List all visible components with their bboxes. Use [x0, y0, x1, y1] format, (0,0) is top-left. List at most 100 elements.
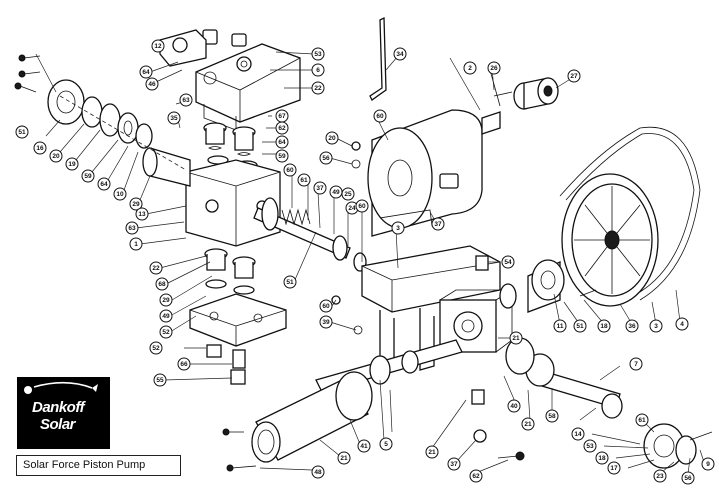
callout-number: 34	[396, 51, 404, 58]
callout-60: 60	[283, 163, 297, 177]
callout-23: 23	[653, 469, 667, 483]
callout-circle	[521, 417, 535, 431]
callout-number: 20	[328, 135, 336, 142]
callout-number: 53	[586, 443, 594, 450]
callout-circle	[391, 221, 405, 235]
callout-number: 21	[428, 449, 436, 456]
connecting-rod	[505, 337, 623, 419]
callout-circle	[149, 341, 163, 355]
callout-circle	[653, 469, 667, 483]
callout-62: 62	[469, 469, 483, 483]
callout-37: 37	[431, 217, 445, 231]
callout-64: 64	[139, 65, 153, 79]
callout-54: 54	[501, 255, 515, 269]
callout-circle	[159, 293, 173, 307]
callout-number: 1	[134, 241, 138, 248]
callout-59: 59	[275, 149, 289, 163]
callout-64: 64	[275, 135, 289, 149]
callout-10: 10	[113, 187, 127, 201]
bottom-right-cap	[643, 423, 713, 469]
callout-58: 58	[545, 409, 559, 423]
callout-number: 60	[376, 113, 384, 120]
left-end-cap	[47, 79, 187, 171]
callout-27: 27	[567, 69, 581, 83]
callout-17: 17	[607, 461, 621, 475]
callout-number: 23	[656, 473, 664, 480]
callout-circle	[681, 471, 695, 485]
callout-number: 40	[510, 403, 518, 410]
callout-circle	[129, 197, 143, 211]
bottom-tube	[251, 371, 373, 463]
callout-number: 52	[162, 329, 170, 336]
callout-26: 26	[487, 61, 501, 75]
callout-number: 21	[512, 335, 520, 342]
callout-number: 52	[152, 345, 160, 352]
callout-number: 20	[52, 153, 60, 160]
callout-number: 29	[132, 201, 140, 208]
callout-60: 60	[373, 109, 387, 123]
callout-36: 36	[625, 319, 639, 333]
callout-12: 12	[151, 39, 165, 53]
callout-number: 22	[152, 265, 160, 272]
callout-number: 3	[396, 225, 400, 232]
callout-circle	[355, 199, 369, 213]
callout-37: 37	[447, 457, 461, 471]
lower-valves	[204, 248, 256, 295]
callout-circle	[313, 181, 327, 195]
callout-16: 16	[33, 141, 47, 155]
callout-circle	[325, 131, 339, 145]
callout-circle	[275, 135, 289, 149]
callout-4: 4	[675, 317, 689, 331]
callout-circle	[635, 413, 649, 427]
fasteners	[14, 54, 597, 472]
callout-number: 58	[548, 413, 556, 420]
callout-circle	[153, 373, 167, 387]
callout-21: 21	[337, 451, 351, 465]
callout-circle	[159, 309, 173, 323]
callout-25: 25	[341, 187, 355, 201]
callout-circle	[625, 319, 639, 333]
callout-29: 29	[159, 293, 173, 307]
callout-number: 55	[156, 377, 164, 384]
callout-21: 21	[509, 331, 523, 345]
callout-number: 13	[138, 211, 146, 218]
callout-circle	[501, 255, 515, 269]
callout-64: 64	[97, 177, 111, 191]
motor	[367, 109, 501, 237]
callout-7: 7	[629, 357, 643, 371]
logo-sun-icon	[24, 381, 98, 394]
callout-63: 63	[125, 221, 139, 235]
callout-number: 53	[314, 51, 322, 58]
callout-circle	[431, 217, 445, 231]
leader-lines	[35, 51, 705, 475]
callout-number: 39	[322, 319, 330, 326]
logo-text-line1: Dankoff	[32, 399, 85, 416]
callout-number: 37	[434, 221, 442, 228]
callout-21: 21	[425, 445, 439, 459]
callout-number: 60	[286, 167, 294, 174]
callout-56: 56	[319, 151, 333, 165]
callout-52: 52	[159, 325, 173, 339]
callout-number: 4	[680, 321, 684, 328]
callout-circle	[283, 163, 297, 177]
callout-circle	[319, 315, 333, 329]
callout-29: 29	[129, 197, 143, 211]
callout-22: 22	[311, 81, 325, 95]
callout-circle	[629, 357, 643, 371]
callout-51: 51	[573, 319, 587, 333]
callout-number: 17	[610, 465, 618, 472]
callout-56: 56	[681, 471, 695, 485]
pump-housing	[361, 245, 514, 373]
logo-text-line2: Solar	[40, 416, 76, 433]
callout-59: 59	[81, 169, 95, 183]
callout-circle	[571, 427, 585, 441]
callout-circle	[297, 173, 311, 187]
callout-37: 37	[313, 181, 327, 195]
callout-circle	[275, 121, 289, 135]
callout-number: 18	[598, 455, 606, 462]
callout-2: 2	[463, 61, 477, 75]
bracket	[369, 16, 387, 101]
callout-66: 66	[177, 357, 191, 371]
callout-number: 56	[684, 475, 692, 482]
